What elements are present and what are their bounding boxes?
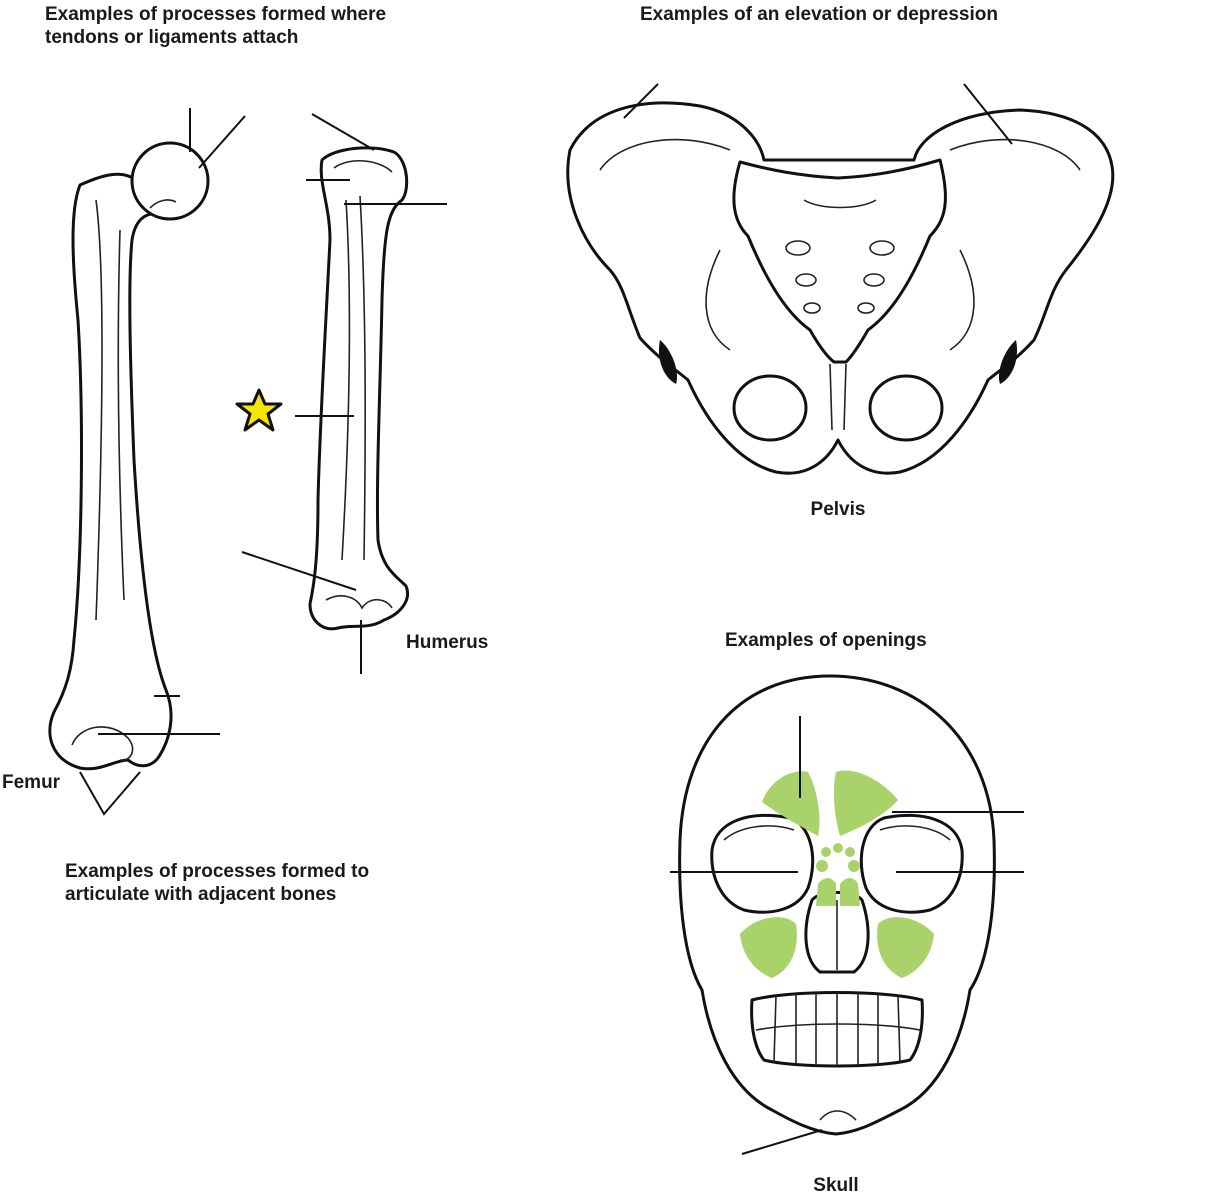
heading-tendons-line2: tendons or ligaments attach	[45, 27, 299, 48]
star-icon	[235, 388, 283, 432]
skull-bone	[678, 674, 996, 1136]
label-pelvis: Pelvis	[810, 499, 866, 520]
pelvis-bone	[566, 101, 1115, 475]
femur-bone	[48, 141, 210, 771]
label-skull: Skull	[813, 1175, 859, 1196]
humerus-leader-lines	[241, 113, 447, 674]
label-humerus: Humerus	[406, 632, 489, 653]
femur-leader-lines	[79, 108, 246, 816]
heading-elevation: Examples of an elevation or depression	[640, 4, 998, 25]
skull-leader-lines	[670, 716, 1024, 1155]
heading-tendons: Examples of processes formed where tendo…	[45, 3, 386, 49]
pelvis-leader-lines	[623, 83, 1013, 145]
heading-tendons-line1: Examples of processes formed where	[45, 4, 387, 25]
heading-articulate-line1: Examples of processes formed to	[65, 861, 370, 882]
heading-articulate-line2: articulate with adjacent bones	[65, 884, 337, 905]
label-femur: Femur	[2, 772, 61, 793]
humerus-bone	[308, 146, 409, 631]
heading-openings: Examples of openings	[725, 630, 927, 651]
heading-articulate: Examples of processes formed to articula…	[65, 860, 369, 906]
